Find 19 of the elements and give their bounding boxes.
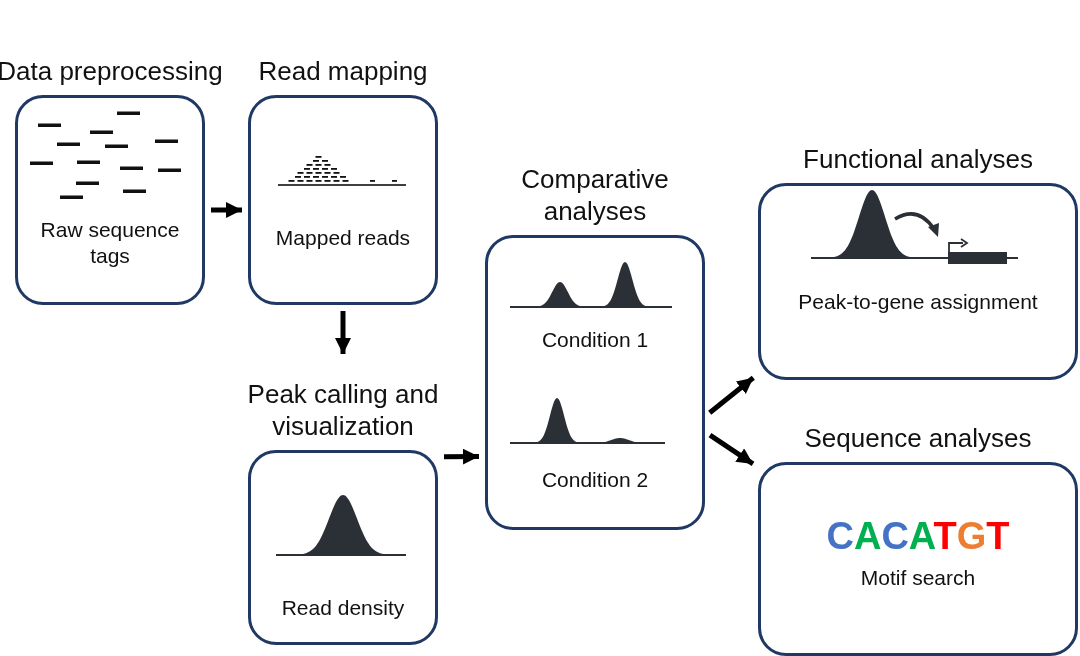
dna-motif: CACATGT [826,514,1010,558]
step-caption: Read density [281,595,405,621]
arrow [708,433,755,466]
step-caption: Raw sequence tags [39,217,181,269]
step-caption: Condition 1 [541,327,649,353]
step-heading: Sequence analyses [804,423,1032,453]
step-caption: Peak-to-gene assignment [798,289,1038,315]
step-caption: Mapped reads [275,225,411,251]
step-heading: Peak calling and visualization [247,379,439,441]
arrow [211,202,242,218]
step-caption: Condition 2 [541,467,649,493]
step-caption: Motif search [860,565,976,591]
arrow [708,375,755,415]
step-heading: Functional analyses [803,144,1033,174]
arrow [443,448,480,465]
step-heading: Comparative analyses [521,164,669,226]
step-heading: Data preprocessing [0,56,223,86]
arrow [335,311,351,354]
step-heading: Read mapping [258,56,428,86]
